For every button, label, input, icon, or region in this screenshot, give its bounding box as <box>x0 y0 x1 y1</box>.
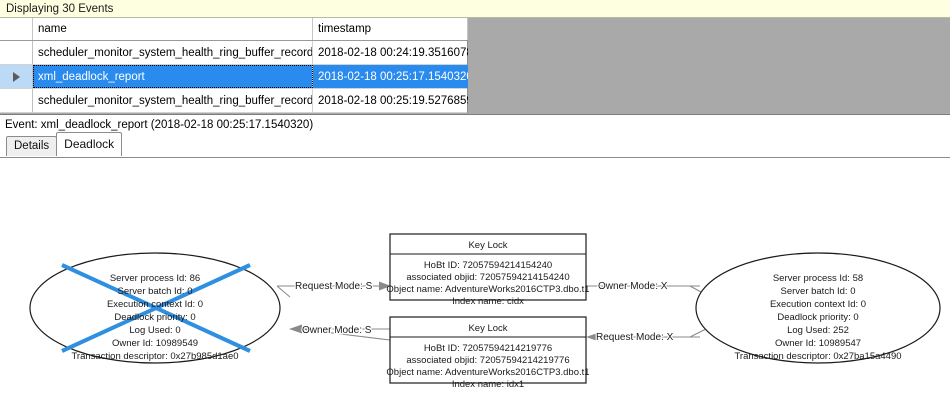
edge-label-request-mode-x: Request Mode: X <box>596 332 674 343</box>
right-process-line-4: Log Used: 252 <box>787 325 849 336</box>
right-process-line-5: Owner Id: 10989547 <box>775 338 861 349</box>
deadlock-graph-canvas[interactable]: Server process Id: 86 Server batch Id: 0… <box>0 157 950 400</box>
right-process-line-0: Server process Id: 58 <box>773 273 863 284</box>
events-banner: Displaying 30 Events <box>0 0 950 18</box>
victim-cross-icon <box>61 263 251 353</box>
right-process-line-2: Execution context Id: 0 <box>770 299 866 310</box>
cell-name[interactable]: xml_deadlock_report <box>33 65 313 88</box>
cell-timestamp[interactable]: 2018-02-18 00:25:19.5276859 <box>318 94 468 107</box>
left-process-line-5: Owner Id: 10989549 <box>112 338 198 349</box>
detail-tabstrip: Details Deadlock <box>0 132 950 156</box>
top-resource-line-1: associated objid: 72057594214154240 <box>406 272 569 283</box>
row-header-corner <box>0 18 33 40</box>
left-process-line-0: Server process Id: 86 <box>110 273 200 284</box>
events-grid-header-row: name timestamp <box>0 18 468 41</box>
event-caption: Event: xml_deadlock_report (2018-02-18 0… <box>0 115 950 135</box>
bottom-resource-line-0: HoBt ID: 72057594214219776 <box>424 343 552 354</box>
row-indicator-current <box>0 65 33 88</box>
cell-name[interactable]: scheduler_monitor_system_health_ring_buf… <box>33 89 313 112</box>
right-process-line-3: Deadlock priority: 0 <box>777 312 858 323</box>
column-header-name[interactable]: name <box>33 18 313 40</box>
right-process-line-6: Transaction descriptor: 0x27ba15a4490 <box>734 351 901 362</box>
table-row-selected[interactable]: xml_deadlock_report 2018-02-18 00:25:17.… <box>0 65 468 89</box>
edge-label-request-mode-s: Request Mode: S <box>295 281 373 292</box>
cell-timestamp[interactable]: 2018-02-18 00:25:17.1540320 <box>313 65 468 88</box>
event-caption-label: Event: xml_deadlock_report (2018-02-18 0… <box>5 119 314 131</box>
edge-left-request-top <box>276 281 391 298</box>
top-resource-line-0: HoBt ID: 72057594214154240 <box>424 260 552 271</box>
edge-labels: Request Mode: S Owner Mode: X Owner Mode… <box>294 280 675 344</box>
right-process-ellipse[interactable] <box>695 252 941 364</box>
events-grid-region: name timestamp scheduler_monitor_system_… <box>0 18 950 115</box>
events-grid[interactable]: name timestamp scheduler_monitor_system_… <box>0 18 468 113</box>
top-resource-line-3: Index name: cidx <box>452 296 524 307</box>
table-row[interactable]: scheduler_monitor_system_health_ring_buf… <box>0 41 468 65</box>
bottom-resource-title: Key Lock <box>468 323 507 334</box>
top-resource-box[interactable] <box>389 233 587 301</box>
top-resource-line-2: Object name: AdventureWorks2016CTP3.dbo.… <box>386 284 589 295</box>
tab-deadlock[interactable]: Deadlock <box>56 132 123 156</box>
edge-label-owner-mode-x: Owner Mode: X <box>598 281 668 292</box>
bottom-resource-node[interactable]: Key Lock HoBt ID: 72057594214219776 asso… <box>386 316 590 390</box>
bottom-resource-line-1: associated objid: 72057594214219776 <box>406 355 569 366</box>
events-banner-label: Displaying 30 Events <box>6 2 114 15</box>
edge-bottom-owner-left <box>289 324 391 341</box>
row-indicator <box>0 41 33 64</box>
edge-label-owner-mode-s: Owner Mode: S <box>302 325 372 336</box>
tab-details[interactable]: Details <box>6 136 58 156</box>
left-process-line-6: Transaction descriptor: 0x27b985d1ae0 <box>71 351 238 362</box>
table-row[interactable]: scheduler_monitor_system_health_ring_buf… <box>0 89 468 113</box>
column-header-timestamp[interactable]: timestamp <box>313 18 468 40</box>
left-process-line-4: Log Used: 0 <box>129 325 180 336</box>
current-row-arrow-icon <box>12 71 20 82</box>
top-resource-node[interactable]: Key Lock HoBt ID: 72057594214154240 asso… <box>386 233 590 307</box>
bottom-resource-line-2: Object name: AdventureWorks2016CTP3.dbo.… <box>386 367 589 378</box>
cell-timestamp[interactable]: 2018-02-18 00:24:19.3516078 <box>318 46 468 59</box>
bottom-resource-box[interactable] <box>389 316 587 384</box>
left-process-line-1: Server batch Id: 0 <box>118 286 193 297</box>
row-indicator <box>0 89 33 112</box>
left-process-node[interactable]: Server process Id: 86 Server batch Id: 0… <box>29 252 281 364</box>
cell-name[interactable]: scheduler_monitor_system_health_ring_buf… <box>33 41 313 64</box>
left-process-line-3: Deadlock priority: 0 <box>114 312 195 323</box>
top-resource-title: Key Lock <box>468 240 507 251</box>
left-process-line-2: Execution context Id: 0 <box>107 299 203 310</box>
bottom-resource-line-3: Index name: idx1 <box>452 379 524 390</box>
right-process-node[interactable]: Server process Id: 58 Server batch Id: 0… <box>695 252 941 364</box>
right-process-line-1: Server batch Id: 0 <box>781 286 856 297</box>
